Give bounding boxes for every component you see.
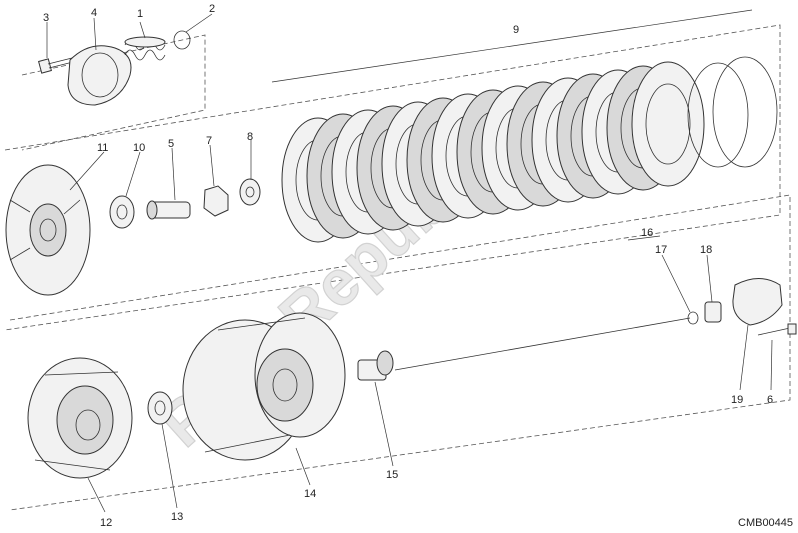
part-11-pressure-plate bbox=[5, 164, 91, 296]
clutch-plate-bore bbox=[645, 83, 691, 165]
callout-11: 11 bbox=[97, 142, 108, 154]
callout-6: 6 bbox=[767, 394, 773, 406]
callout-8: 8 bbox=[247, 131, 253, 143]
group-boundary-bottom bbox=[9, 194, 791, 511]
callout-17: 17 bbox=[655, 244, 667, 256]
diagram-code: CMB00445 bbox=[738, 517, 793, 529]
callout-4: 4 bbox=[91, 7, 97, 19]
part-6-bolt bbox=[757, 323, 797, 336]
callout-10: 10 bbox=[133, 142, 145, 154]
callout-12: 12 bbox=[100, 517, 112, 529]
callout-7: 7 bbox=[206, 135, 212, 147]
callout-13: 13 bbox=[171, 511, 183, 523]
callout-18: 18 bbox=[700, 244, 712, 256]
part-18-piston bbox=[704, 301, 722, 323]
part-15-bushing bbox=[357, 350, 394, 381]
callout-14: 14 bbox=[304, 488, 316, 500]
callout-16: 16 bbox=[641, 227, 653, 239]
group-boundary-middle bbox=[4, 24, 781, 331]
part-9-seal-ring-outer bbox=[712, 56, 778, 168]
callout-3: 3 bbox=[43, 12, 49, 24]
part-17-seal bbox=[687, 311, 699, 325]
part-19-slave-cylinder bbox=[732, 278, 783, 326]
part-12-clutch-hub bbox=[27, 357, 133, 479]
callout-19: 19 bbox=[731, 394, 743, 406]
part-2-ring bbox=[173, 30, 191, 50]
part-4-cover-plate bbox=[67, 45, 132, 106]
part-1-spring bbox=[124, 36, 166, 61]
part-9-clutch-plate-stack bbox=[281, 61, 705, 243]
part-9-seal-ring-inner bbox=[687, 62, 749, 168]
group-boundary-top bbox=[21, 34, 206, 151]
part-13-thrust-washer bbox=[147, 391, 173, 425]
callout-15: 15 bbox=[386, 469, 398, 481]
part-7-nut bbox=[203, 185, 229, 217]
callout-5: 5 bbox=[168, 138, 174, 150]
callout-2: 2 bbox=[209, 3, 215, 15]
part-16-push-rod bbox=[394, 317, 691, 371]
callout-labels: 1 2 3 4 5 6 7 8 9 10 11 12 13 14 15 16 1… bbox=[43, 3, 773, 529]
leader-lines bbox=[46, 13, 773, 513]
part-5-push-sleeve bbox=[146, 200, 191, 220]
callout-9: 9 bbox=[513, 24, 519, 36]
part-14-clutch-housing bbox=[182, 312, 346, 461]
part-10-bearing bbox=[109, 195, 135, 229]
clutch-plate bbox=[631, 61, 705, 187]
part-8-lock-washer bbox=[239, 178, 261, 206]
part-9-bracket-line bbox=[271, 9, 753, 83]
callout-1: 1 bbox=[137, 8, 143, 20]
